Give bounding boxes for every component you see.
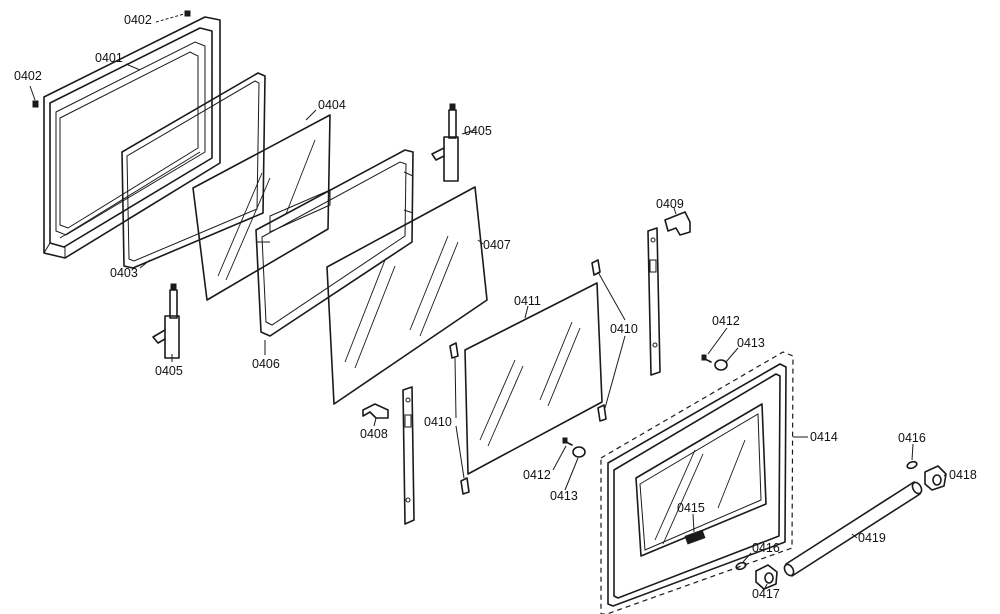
part-0411-glass (464, 282, 603, 475)
part-rail-right (647, 227, 661, 376)
label-0402-top: 0402 (124, 13, 152, 27)
label-0412-lower: 0412 (523, 468, 551, 482)
part-0402-screw-top (184, 10, 191, 17)
label-0415: 0415 (677, 501, 705, 515)
leader-lines (29, 13, 947, 589)
label-0402-left: 0402 (14, 69, 42, 83)
part-0406-glass-frame (255, 149, 414, 337)
label-0410-left: 0410 (424, 415, 452, 429)
part-0405-hinge-upper (431, 103, 459, 182)
part-0413-cap-upper (714, 359, 728, 371)
part-0416-screw-right (906, 460, 918, 470)
part-0419-handle-bar (783, 481, 923, 577)
label-0419: 0419 (858, 531, 886, 545)
label-0416-left: 0416 (752, 541, 780, 555)
label-0413-upper: 0413 (737, 336, 765, 350)
part-0410-clip-bottom (460, 477, 470, 495)
part-0412-screw-lower (562, 437, 573, 446)
part-0407-glass (326, 186, 488, 405)
label-0407: 0407 (483, 238, 511, 252)
label-0414: 0414 (810, 430, 838, 444)
label-0411: 0411 (514, 294, 541, 308)
part-0410-clip-left (449, 342, 459, 359)
part-0409-clip (664, 211, 691, 236)
label-0410-right: 0410 (610, 322, 638, 336)
label-0409: 0409 (656, 197, 684, 211)
part-0416-screw-left (735, 561, 747, 571)
label-0412-upper: 0412 (712, 314, 740, 328)
label-0401: 0401 (95, 51, 123, 65)
part-0414-outer-door (600, 351, 794, 614)
label-0408: 0408 (360, 427, 388, 441)
label-0418: 0418 (949, 468, 977, 482)
label-0405-lower: 0405 (155, 364, 183, 378)
label-0405-upper: 0405 (464, 124, 492, 138)
label-0416-right: 0416 (898, 431, 926, 445)
part-0412-screw-upper (701, 354, 712, 363)
part-0413-cap-lower (572, 446, 586, 458)
part-0405-hinge-lower (152, 283, 180, 359)
part-0410-clip-right (597, 404, 607, 422)
part-labels: 0402 0401 0402 0404 0405 0409 0407 0403 … (14, 13, 977, 601)
part-rail-left (402, 386, 415, 525)
label-0406: 0406 (252, 357, 280, 371)
part-0401-inner-frame (43, 16, 221, 259)
label-0417: 0417 (752, 587, 780, 601)
part-0418-end-cap (924, 465, 947, 491)
part-0410-clip-top (591, 259, 601, 276)
label-0413-lower: 0413 (550, 489, 578, 503)
part-0415-badge (684, 529, 706, 545)
label-0403: 0403 (110, 266, 138, 280)
label-0404: 0404 (318, 98, 346, 112)
part-0417-end-cap (755, 564, 778, 590)
part-0402-screw-left (32, 100, 39, 108)
part-0404-glass (192, 114, 331, 301)
part-0408-bracket (362, 403, 389, 419)
